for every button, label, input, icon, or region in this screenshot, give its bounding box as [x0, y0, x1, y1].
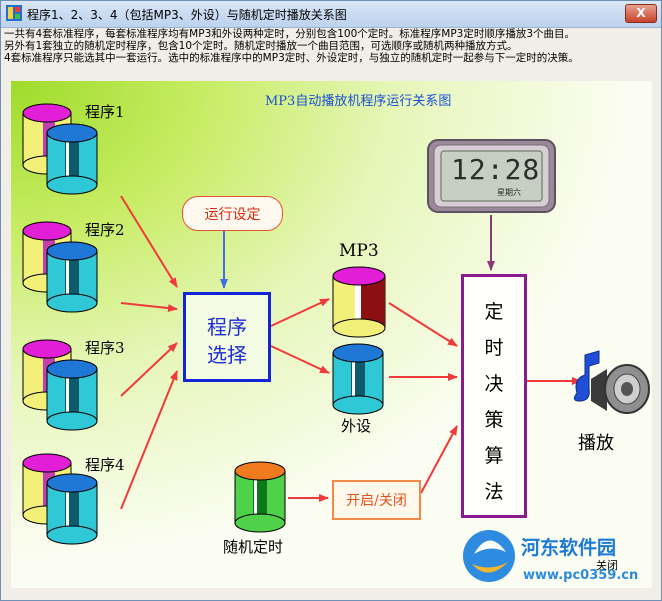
program-1-database-icon	[22, 103, 98, 195]
program-select-label-line: 程序	[207, 315, 247, 339]
program-4-label: 程序4	[85, 456, 125, 474]
decision-char: 策	[484, 409, 504, 431]
program-2-label: 程序2	[85, 221, 125, 239]
mp3-database-icon	[332, 266, 386, 338]
switch-box: 开启/关闭	[332, 480, 421, 520]
watermark-name: 河东软件园	[521, 537, 617, 559]
random-timer-database-icon	[234, 461, 286, 533]
decision-char: 时	[484, 337, 504, 359]
program-3-database-icon	[22, 339, 98, 431]
program-select-label-line: 选择	[207, 343, 247, 367]
arrow	[120, 302, 178, 313]
decision-char: 定	[484, 301, 504, 323]
app-icon	[6, 5, 22, 21]
arrow	[120, 370, 178, 510]
title-bar: 程序1、2、3、4（包括MP3、外设）与随机定时播放关系图 X	[1, 1, 661, 28]
window-title: 程序1、2、3、4（包括MP3、外设）与随机定时播放关系图	[27, 8, 347, 22]
decision-char: 决	[484, 373, 504, 395]
arrow	[270, 298, 330, 327]
clock-weekday: 星期六	[497, 188, 521, 197]
arrow	[270, 345, 330, 374]
close-button[interactable]: 关闭	[596, 559, 618, 572]
description-line: 4套标准程序只能选其中一套运行。选中的标准程序中的MP3定时、外设定时，与独立的…	[4, 52, 579, 64]
peripheral-label: 外设	[341, 417, 372, 435]
program-4-database-icon	[22, 453, 98, 545]
program-select-box: 程序 选择	[183, 292, 271, 382]
speaker-icon	[573, 350, 650, 414]
arrow	[120, 342, 178, 397]
diagram-title: MP3自动播放机程序运行关系图	[265, 94, 452, 109]
arrow	[388, 302, 458, 347]
description-text: 一共有4套标准程序，每套标准程序均有MP3和外设两种定时，分别包含100个定时。…	[4, 28, 660, 64]
decision-char: 法	[484, 481, 504, 503]
diagram-canvas: MP3自动播放机程序运行关系图 程序1 程序2 程序3 程序4 运行设定 程序 …	[11, 81, 652, 588]
program-3-label: 程序3	[85, 339, 125, 357]
description-line: 一共有4套标准程序，每套标准程序均有MP3和外设两种定时，分别包含100个定时。…	[4, 28, 576, 40]
decision-char: 算	[484, 445, 504, 467]
decision-algorithm-box: 定 时 决 策 算 法	[461, 274, 527, 518]
switch-label: 开启/关闭	[346, 493, 407, 509]
watermark-logo-icon	[463, 530, 515, 582]
run-setting-box: 运行设定	[182, 196, 283, 231]
program-1-label: 程序1	[85, 103, 125, 121]
diagram-graphics	[22, 103, 650, 545]
run-setting-label: 运行设定	[204, 207, 261, 223]
description-line: 另外有1套独立的随机定时程序，包含10个定时。随机定时播放一个曲目范围，可选顺序…	[4, 40, 518, 52]
random-timer-label: 随机定时	[223, 538, 284, 556]
program-2-database-icon	[22, 221, 98, 313]
arrow	[420, 425, 458, 494]
mp3-label: MP3	[339, 241, 379, 261]
play-label: 播放	[578, 433, 614, 454]
clock-graphic	[427, 139, 556, 213]
watermark-url: www.pc0359.cn	[523, 568, 639, 583]
clock-icon: 12:28 星期六	[427, 139, 556, 213]
window-close-button[interactable]: X	[625, 4, 657, 23]
arrow	[120, 195, 178, 288]
clock-time: 12:28	[451, 153, 541, 186]
peripheral-database-icon	[332, 343, 384, 415]
